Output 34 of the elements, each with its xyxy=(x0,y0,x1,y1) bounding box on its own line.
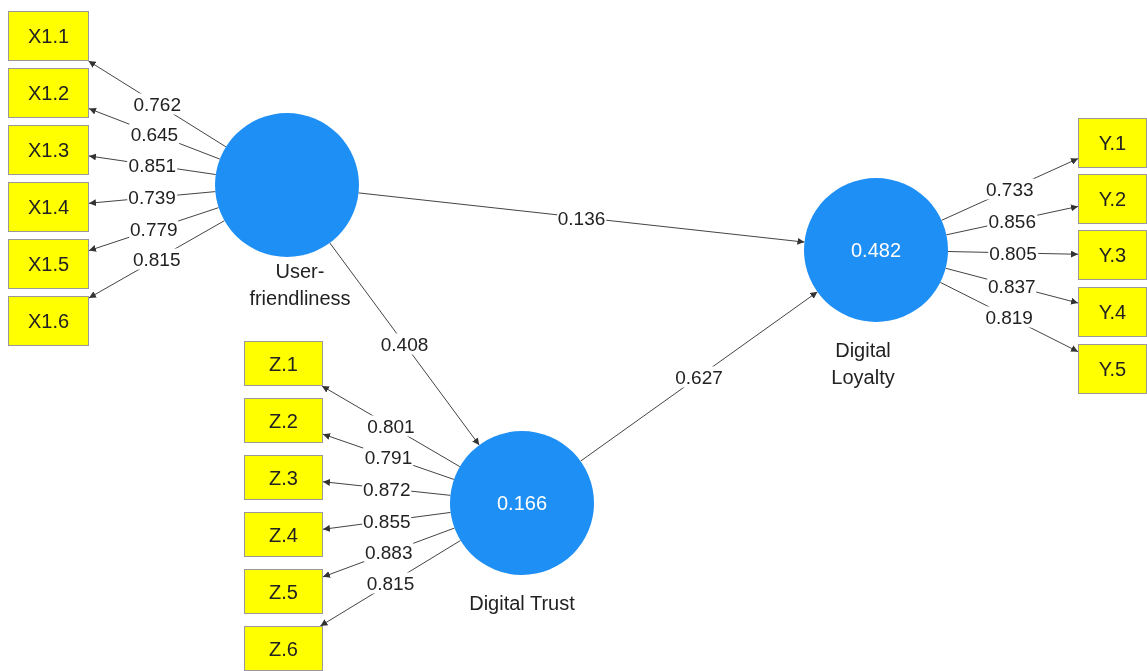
edge-label: 0.645 xyxy=(129,123,180,145)
indicator-box: Z.5 xyxy=(244,569,323,614)
indicator-box: X1.4 xyxy=(8,182,89,232)
edge-label: 0.733 xyxy=(985,178,1035,200)
indicator-box: Z.1 xyxy=(244,341,323,386)
indicator-box: Z.6 xyxy=(244,626,323,671)
construct-name: Digital Loyalty xyxy=(830,338,896,390)
construct-name: User-friendliness xyxy=(248,259,352,311)
edge-label: 0.883 xyxy=(363,541,414,563)
edge-label: 0.779 xyxy=(129,218,179,240)
edge-label: 0.801 xyxy=(366,415,416,437)
construct-name: Digital Trust xyxy=(468,591,576,616)
edge-label: 0.815 xyxy=(365,572,416,594)
edge-label: 0.815 xyxy=(131,248,182,270)
edge-label: 0.627 xyxy=(674,366,724,387)
indicator-box: Y.3 xyxy=(1078,230,1147,280)
indicator-box: X1.1 xyxy=(8,11,89,61)
edge-label: 0.819 xyxy=(984,306,1034,328)
edge-label: 0.791 xyxy=(363,446,414,468)
indicator-box: X1.2 xyxy=(8,68,89,118)
indicator-box: Y.2 xyxy=(1078,174,1147,224)
indicator-box: X1.6 xyxy=(8,296,89,346)
indicator-box: Z.4 xyxy=(244,512,323,557)
indicator-box: X1.5 xyxy=(8,239,89,289)
indicator-box: Z.3 xyxy=(244,455,323,500)
edge-label: 0.762 xyxy=(132,93,182,115)
indicator-box: Y.4 xyxy=(1078,287,1147,337)
indicator-box: Z.2 xyxy=(244,398,323,443)
indicator-box: Y.1 xyxy=(1078,118,1147,168)
indicator-box: Y.5 xyxy=(1078,344,1147,394)
arrow xyxy=(358,192,805,245)
arrow xyxy=(329,242,480,446)
indicator-box: X1.3 xyxy=(8,125,89,175)
edge-label: 0.408 xyxy=(379,333,430,355)
